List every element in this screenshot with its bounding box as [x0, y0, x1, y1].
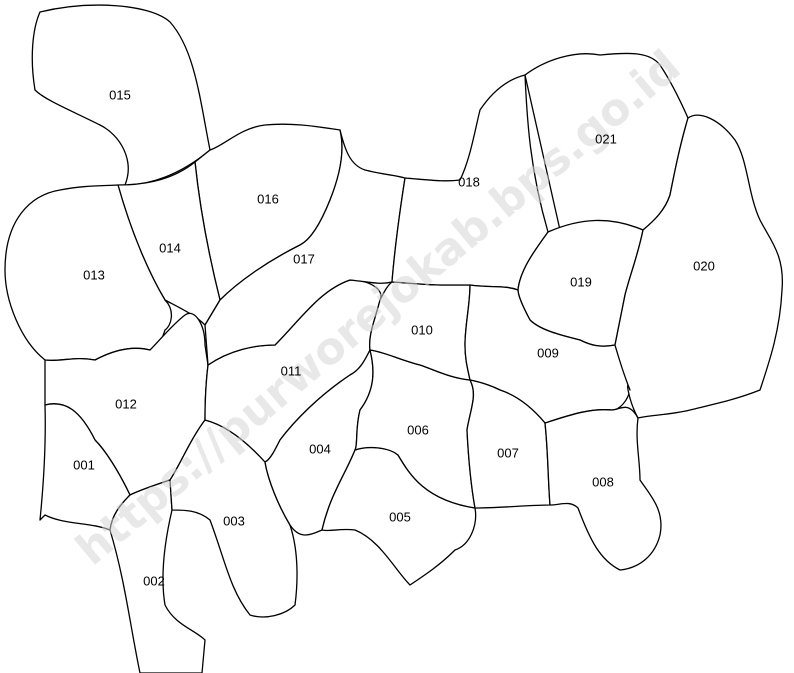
- region-label-012: 012: [115, 396, 137, 411]
- region-label-006: 006: [407, 422, 429, 437]
- region-label-009: 009: [537, 345, 559, 360]
- region-label-005: 005: [389, 509, 411, 524]
- region-020[interactable]: [614, 114, 784, 419]
- region-008[interactable]: [544, 406, 662, 571]
- region-label-018: 018: [458, 174, 480, 189]
- region-label-010: 010: [411, 322, 433, 337]
- region-label-003: 003: [223, 513, 245, 528]
- region-labels: 001 002 003 004 005 006 007 008 009 010 …: [73, 87, 715, 588]
- region-017[interactable]: [204, 129, 406, 366]
- region-label-016: 016: [257, 191, 279, 206]
- region-label-019: 019: [570, 274, 592, 289]
- region-shapes: [4, 4, 784, 673]
- region-label-021: 021: [595, 131, 617, 146]
- region-label-020: 020: [693, 258, 715, 273]
- region-label-014: 014: [159, 240, 181, 255]
- region-002[interactable]: [109, 479, 206, 673]
- region-label-015: 015: [109, 87, 131, 102]
- region-label-017: 017: [293, 251, 315, 266]
- region-label-004: 004: [309, 441, 331, 456]
- region-label-008: 008: [592, 474, 614, 489]
- region-label-007: 007: [497, 445, 519, 460]
- region-009[interactable]: [464, 284, 631, 424]
- region-label-002: 002: [143, 573, 165, 588]
- region-label-013: 013: [83, 267, 105, 282]
- region-label-001: 001: [73, 457, 95, 472]
- region-label-011: 011: [281, 363, 302, 378]
